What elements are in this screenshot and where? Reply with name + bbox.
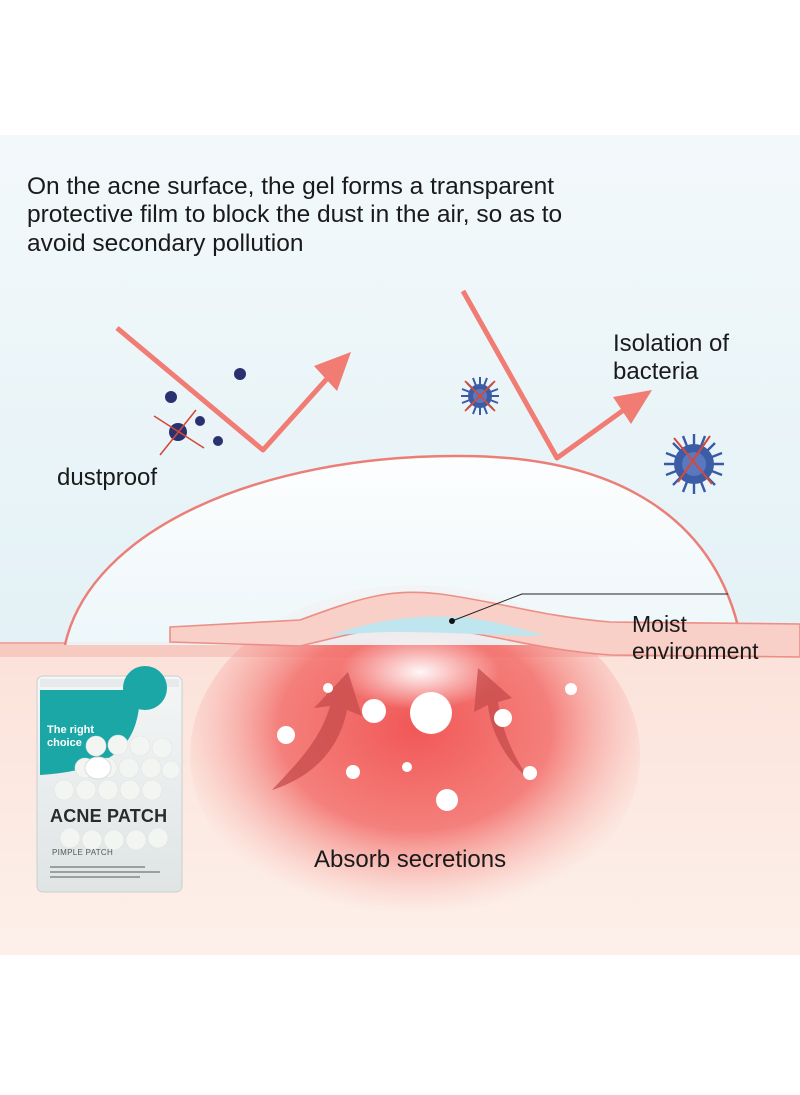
dust-blocked-x: [153, 409, 205, 456]
absorb-secretions-label: Absorb secretions: [314, 846, 507, 873]
dustproof-label: dustproof: [57, 464, 158, 491]
bacteria-deflect-arrow: [460, 289, 652, 461]
package-tagline: The right choice: [47, 724, 95, 750]
bacteria-small: [461, 377, 499, 415]
package-title: ACNE PATCH: [50, 806, 168, 826]
secretion-bubbles: [277, 683, 577, 811]
headline-text: On the acne surface, the gel forms a tra…: [27, 173, 563, 257]
inflammation-zone: [190, 585, 640, 925]
bacteria-large: [664, 434, 724, 494]
moist-pointer-line: [451, 593, 728, 622]
isolation-label: Isolation of bacteria: [613, 330, 730, 385]
product-package: [36, 666, 183, 893]
gel-film-dome: [63, 454, 744, 646]
dust-deflect-arrow: [115, 326, 351, 453]
package-subtitle: PIMPLE PATCH: [52, 848, 114, 857]
secretion-arrow-left: [272, 672, 362, 790]
moist-environment-label: Moist environment: [632, 611, 759, 664]
